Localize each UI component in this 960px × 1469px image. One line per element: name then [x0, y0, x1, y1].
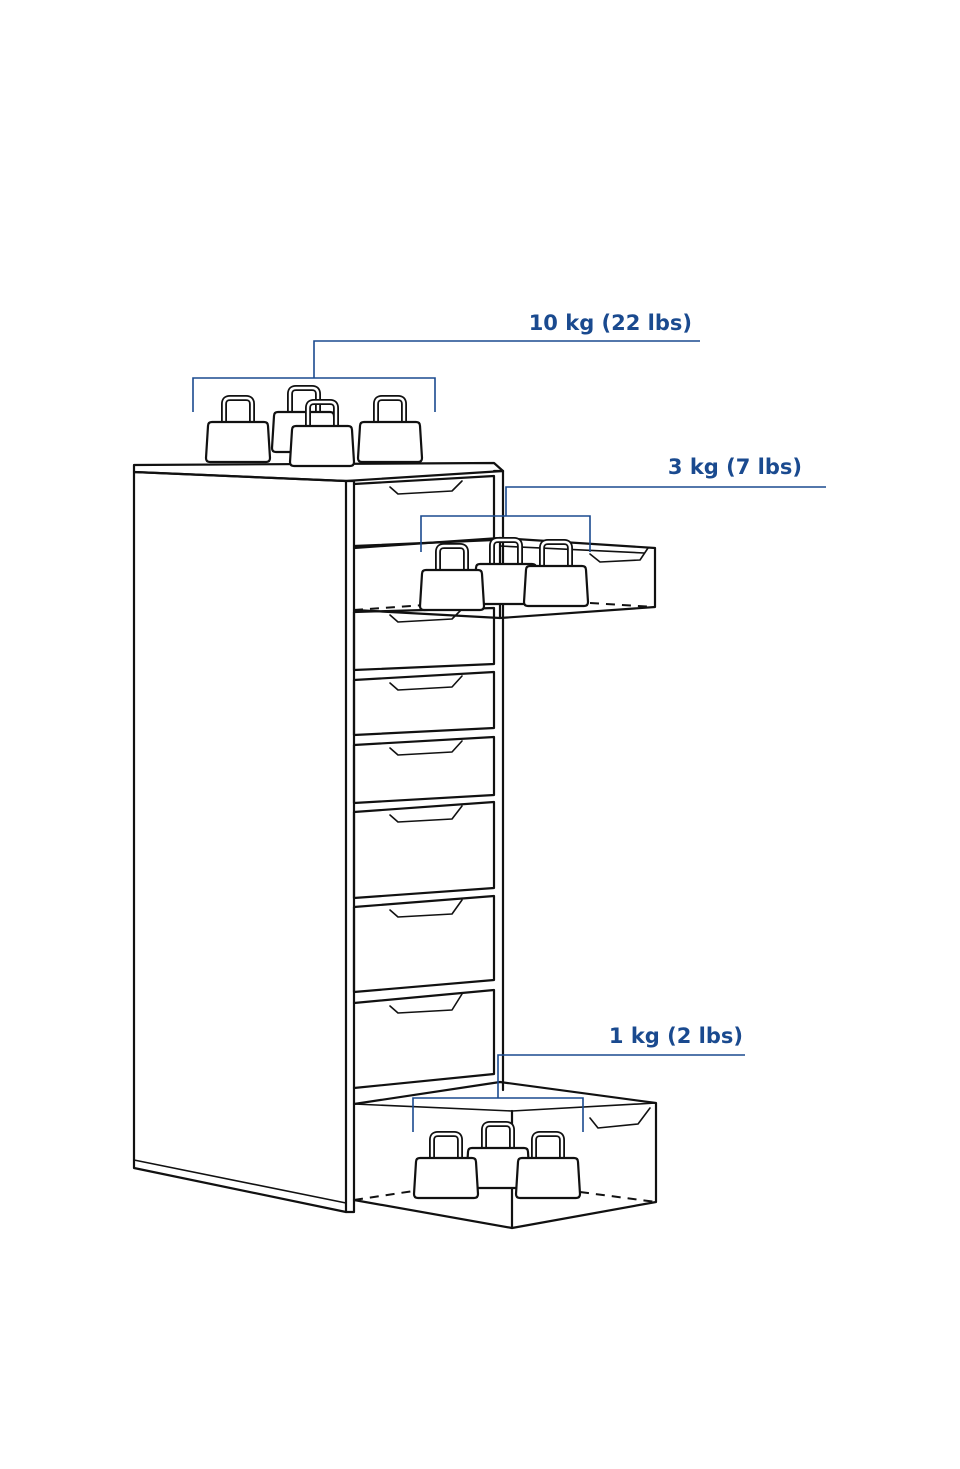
label-middle-load: 3 kg (7 lbs) [668, 455, 802, 479]
weights-top [206, 388, 422, 466]
label-top-load: 10 kg (22 lbs) [529, 311, 692, 335]
leader-lines [192, 340, 826, 1132]
weights-lower-drawer [414, 1124, 580, 1198]
closed-drawers [352, 474, 496, 1090]
label-bottom-load: 1 kg (2 lbs) [609, 1024, 743, 1048]
